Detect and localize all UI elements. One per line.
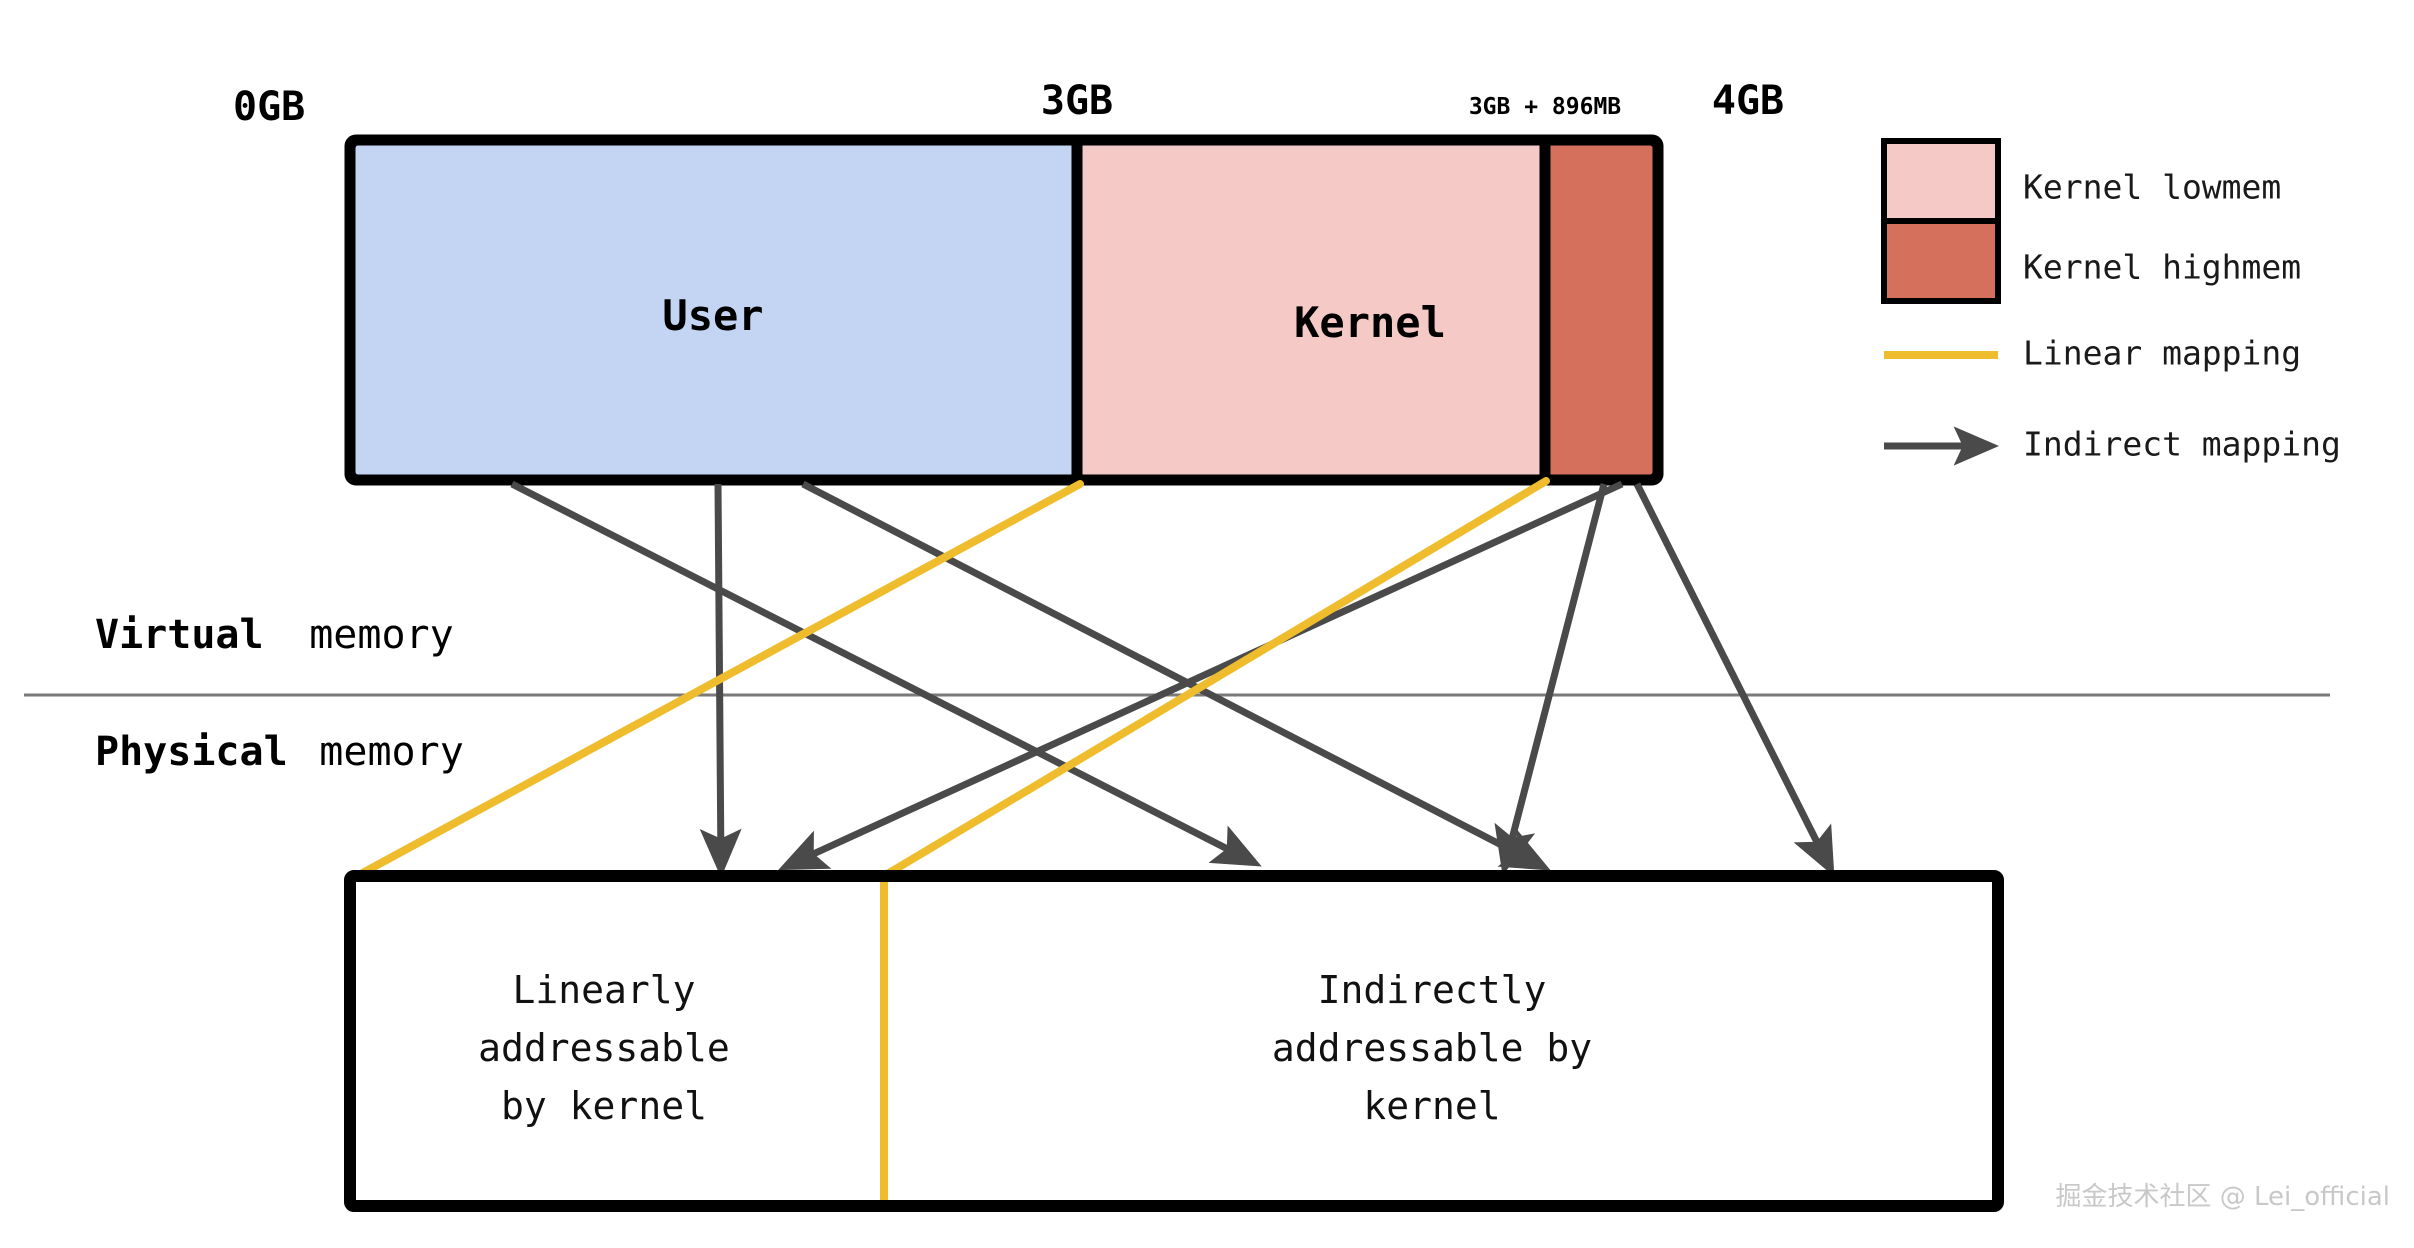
linear-line-lowmem-start (353, 480, 1084, 880)
scale-label-0gb: 0GB (233, 84, 305, 130)
kernel-highmem-segment (1539, 134, 1664, 486)
physical-tier-emphasis: Physical (95, 729, 288, 775)
legend-item-kernel-highmem[interactable]: Kernel highmem (1881, 218, 2301, 304)
indirect-region-line-3: kernel (1363, 1084, 1500, 1128)
virtual-bar-outline (344, 134, 1664, 486)
indirect-mapping-arrows (510, 480, 1835, 878)
physical-tier-rest: memory (319, 729, 464, 775)
tier-divider-group: Virtual memory Physical memory (24, 612, 2330, 775)
legend-item-indirect-mapping[interactable]: Indirect mapping (1884, 425, 2341, 466)
legend-item-kernel-lowmem[interactable]: Kernel lowmem (1881, 138, 2281, 224)
linear-mapping-lines (353, 477, 1550, 1209)
virtual-tier-emphasis: Virtual (95, 612, 264, 658)
indirect-arrow-highmem-3 (1633, 482, 1835, 877)
scale-label-3gb: 3GB (1041, 78, 1113, 124)
physical-bar-outline (344, 870, 2004, 1212)
indirect-arrow-highmem-2 (1494, 483, 1608, 876)
legend: Kernel lowmem Kernel highmem Linear mapp… (1881, 138, 2341, 466)
user-segment-label: User (662, 291, 763, 340)
indirect-arrow-user-1 (510, 480, 1262, 867)
virtual-bar-scale-labels: 0GB 3GB 3GB + 896MB 4GB (233, 78, 1784, 130)
kernel-segment-label: Kernel (1294, 298, 1446, 347)
kernel-lowmem-segment (1071, 134, 1551, 486)
watermark-text: 掘金技术社区 @ Lei_official (2056, 1182, 2391, 1212)
physical-memory-bar: Linearly addressable by kernel Indirectl… (344, 870, 2004, 1212)
legend-swatch-kernel-highmem (1881, 218, 2001, 304)
legend-label-kernel-lowmem: Kernel lowmem (2023, 168, 2281, 207)
virtual-address-bar: User Kernel (344, 134, 1664, 486)
indirect-region-line-2: addressable by (1272, 1026, 1592, 1070)
physical-memory-tier-label: Physical memory (95, 729, 464, 775)
indirect-region-line-1: Indirectly (1318, 968, 1547, 1012)
legend-label-kernel-highmem: Kernel highmem (2023, 248, 2301, 287)
legend-swatch-kernel-lowmem (1881, 138, 2001, 224)
linear-region-line-3: by kernel (501, 1084, 707, 1128)
linear-region-line-1: Linearly (512, 968, 695, 1012)
scale-label-3gb-896mb: 3GB + 896MB (1469, 94, 1621, 120)
legend-label-indirect-mapping: Indirect mapping (2023, 425, 2341, 464)
virtual-tier-rest: memory (309, 612, 454, 658)
scale-label-4gb: 4GB (1712, 78, 1784, 124)
virtual-memory-tier-label: Virtual memory (95, 612, 454, 658)
linear-region-line-2: addressable (478, 1026, 730, 1070)
indirect-arrow-highmem-1 (778, 480, 1624, 871)
indirect-arrow-user-3 (801, 480, 1551, 871)
legend-item-linear-mapping[interactable]: Linear mapping (1884, 334, 2301, 373)
physical-region-linear: Linearly addressable by kernel (478, 968, 730, 1128)
physical-region-indirect: Indirectly addressable by kernel (1272, 968, 1592, 1128)
legend-label-linear-mapping: Linear mapping (2023, 334, 2301, 373)
linear-line-lowmem-end (880, 477, 1550, 880)
